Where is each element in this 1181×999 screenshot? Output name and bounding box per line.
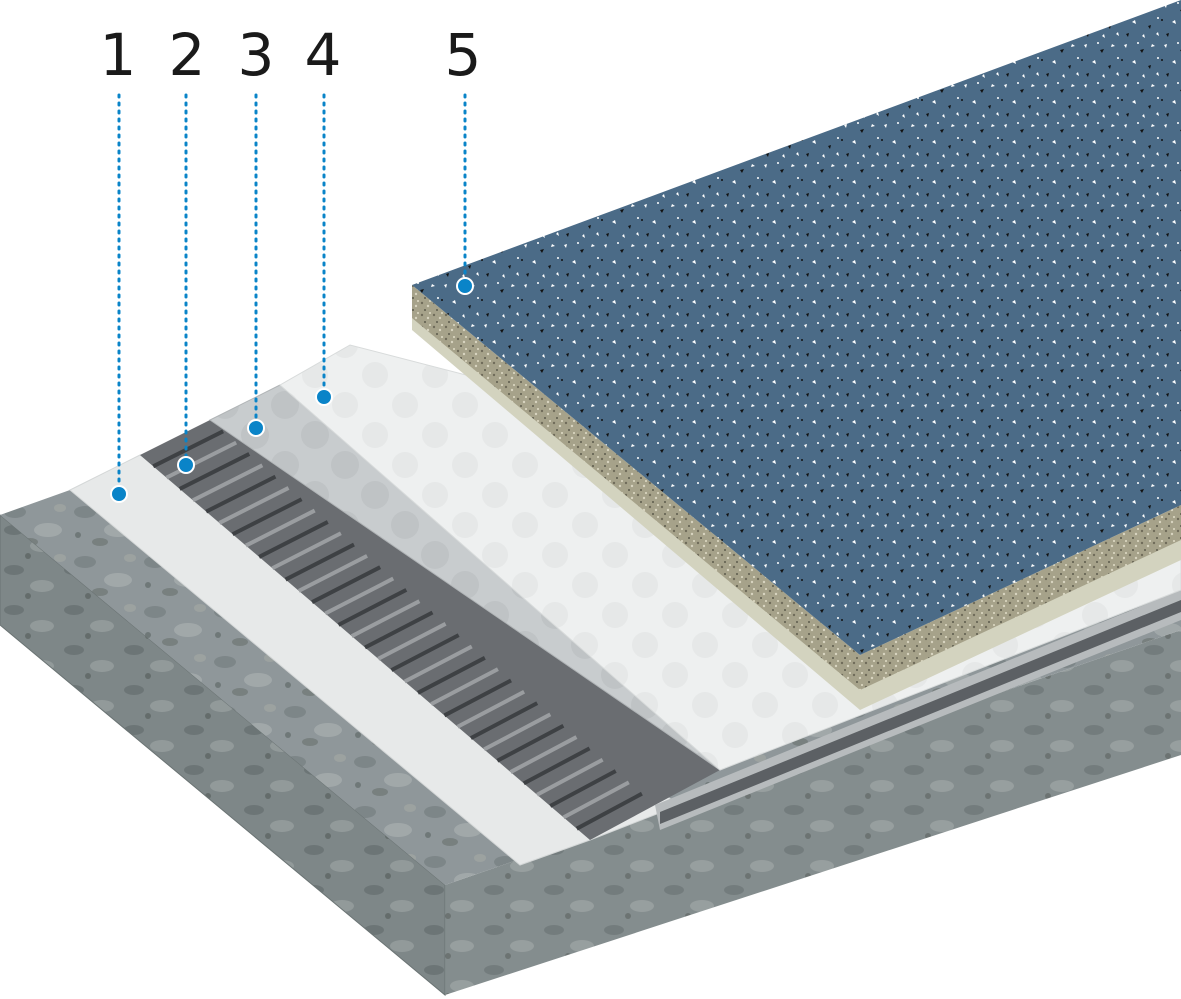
groove-line xyxy=(218,486,290,525)
callout-5: 5 xyxy=(445,21,482,89)
marker-dot-5 xyxy=(456,277,474,295)
marker-dot-4 xyxy=(315,388,333,406)
layer-2-groove-lines xyxy=(152,429,643,831)
groove-line xyxy=(244,508,316,548)
groove-line xyxy=(536,757,604,797)
groove-line xyxy=(284,542,355,582)
groove-line xyxy=(364,610,434,650)
groove-line xyxy=(258,520,329,559)
groove-line xyxy=(324,576,395,616)
groove-line xyxy=(350,599,421,638)
groove-line xyxy=(377,622,447,661)
groove-line xyxy=(562,780,630,820)
groove-line xyxy=(549,769,617,808)
groove-line xyxy=(430,667,499,706)
groove-line xyxy=(456,689,526,729)
layer-5-top-coat xyxy=(412,0,1181,655)
groove-line xyxy=(297,554,368,593)
callout-4: 4 xyxy=(305,21,342,89)
groove-line xyxy=(152,429,224,469)
groove-line xyxy=(417,656,486,695)
groove-line xyxy=(178,452,251,491)
stack-side-edge-dark xyxy=(660,600,1181,824)
groove-line xyxy=(205,474,277,514)
marker-dot-3 xyxy=(247,419,265,437)
groove-line xyxy=(469,701,539,740)
groove-line xyxy=(271,531,342,571)
groove-line xyxy=(165,440,238,480)
callout-3: 3 xyxy=(238,21,275,89)
groove-line xyxy=(192,463,264,503)
groove-line xyxy=(403,644,473,684)
groove-line xyxy=(337,588,408,627)
layer-5-granular-edge xyxy=(412,285,1181,690)
callout-1: 1 xyxy=(100,21,137,89)
groove-line xyxy=(231,497,303,537)
groove-line xyxy=(390,633,460,672)
groove-line xyxy=(509,735,578,774)
groove-line xyxy=(311,565,382,604)
groove-line xyxy=(483,712,552,752)
groove-line xyxy=(575,791,643,831)
callout-2: 2 xyxy=(169,21,206,89)
groove-line xyxy=(443,678,512,718)
marker-dot-2 xyxy=(177,456,195,474)
marker-dot-1 xyxy=(110,485,128,503)
concrete-side-face xyxy=(445,630,1181,995)
groove-line xyxy=(522,746,591,786)
groove-line xyxy=(496,723,565,763)
